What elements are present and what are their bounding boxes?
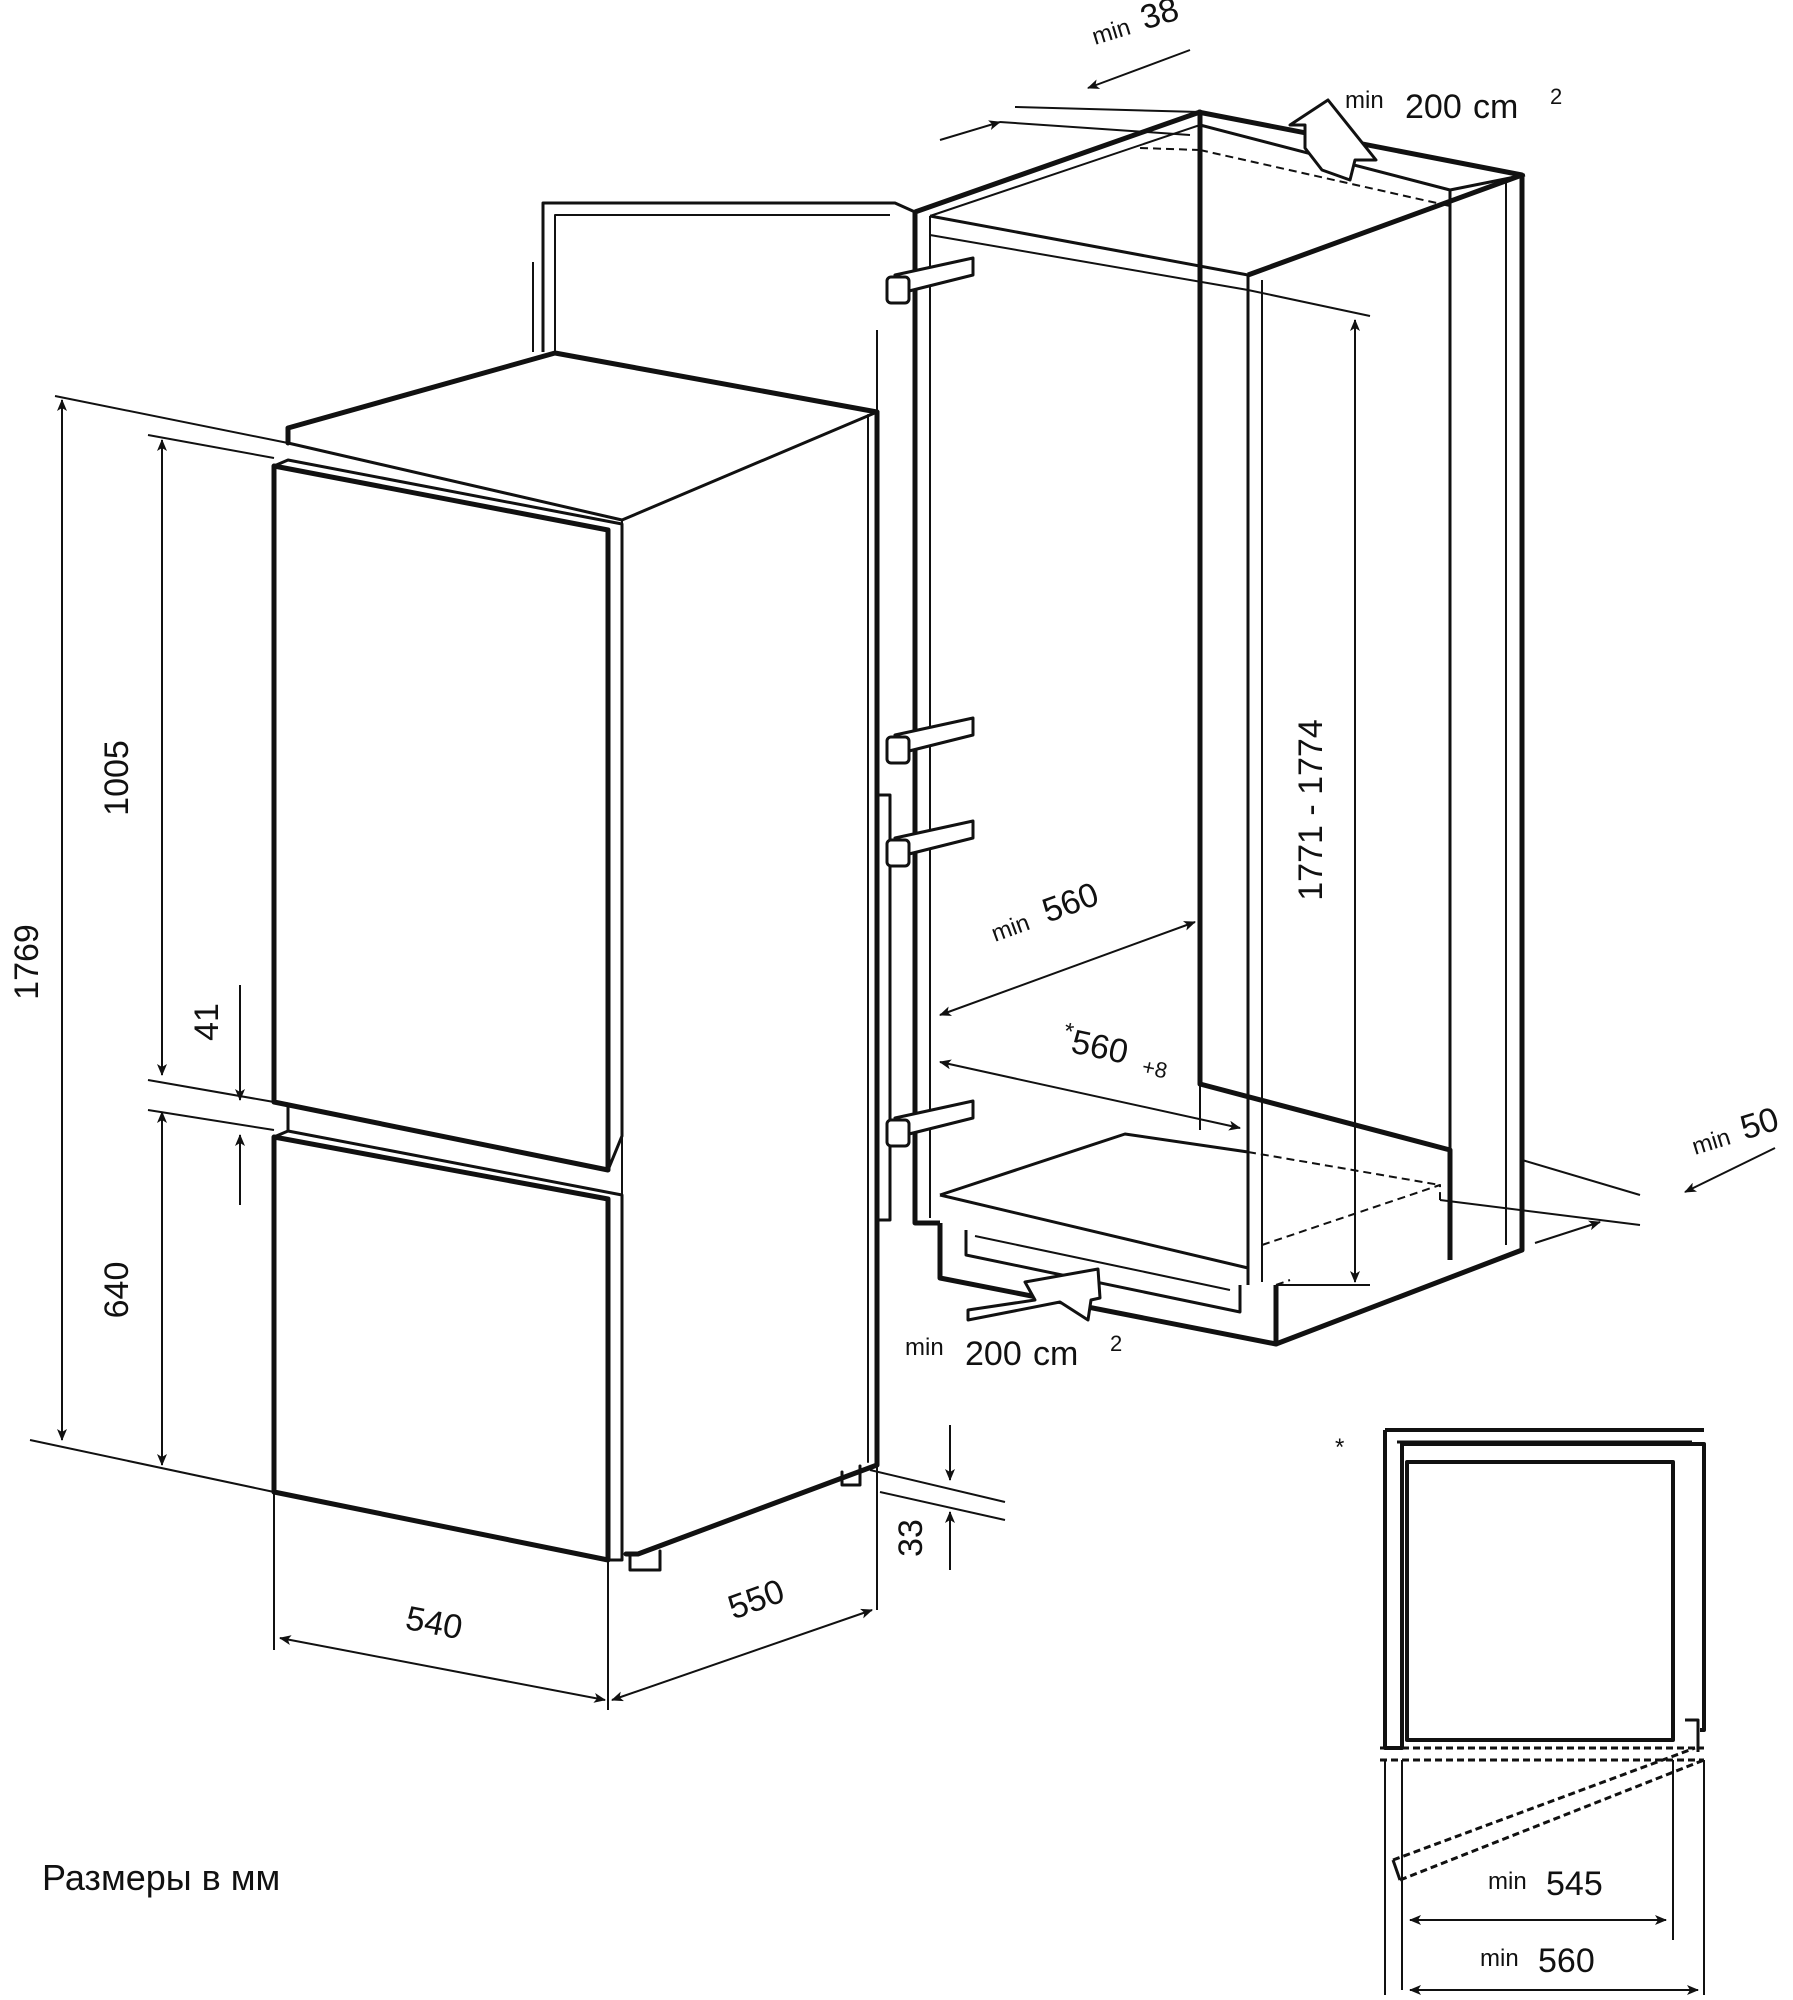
label-gap: 41	[188, 1003, 226, 1041]
svg-text:545: 545	[1546, 1865, 1603, 1903]
svg-text:min: min	[1089, 14, 1134, 51]
svg-text:560: 560	[1037, 875, 1103, 930]
hinge-icon	[885, 716, 975, 765]
fridge	[271, 350, 880, 1572]
hinge-icon	[885, 819, 975, 868]
svg-text:min: min	[1345, 87, 1384, 114]
svg-text:min: min	[1480, 1945, 1519, 1972]
label-upper-door: 1005	[98, 740, 136, 816]
svg-text:+8: +8	[1140, 1054, 1170, 1084]
svg-text:min: min	[905, 1334, 944, 1361]
label-niche-width: * 560 +8	[1061, 1018, 1170, 1084]
label-plan-asterisk: *	[1335, 1434, 1344, 1461]
label-depth: 550	[723, 1572, 789, 1627]
caption-units: Размеры в мм	[42, 1857, 280, 1898]
label-vent-top: min 200 cm 2	[1345, 84, 1562, 126]
label-vent-bottom: min 200 cm 2	[905, 1331, 1122, 1373]
svg-text:2: 2	[1110, 1331, 1122, 1356]
svg-text:560: 560	[1538, 1942, 1595, 1980]
svg-text:min: min	[1488, 1868, 1527, 1895]
vent-arrow-in-icon	[966, 1267, 1102, 1322]
label-top-gap: min 38	[1089, 0, 1183, 51]
svg-text:min: min	[988, 909, 1034, 948]
label-back-gap: min 50	[1689, 1100, 1783, 1161]
svg-text:min: min	[1689, 1124, 1734, 1161]
label-width: 540	[403, 1599, 466, 1647]
svg-text:cm: cm	[1473, 88, 1518, 126]
label-total-height: 1769	[8, 924, 46, 1000]
label-plan-inner: min 545	[1488, 1865, 1603, 1903]
svg-text:200: 200	[1405, 88, 1462, 126]
cabinet-door-panel	[532, 201, 916, 1222]
cabinet-niche	[912, 109, 1526, 1347]
label-niche-height: 1771 - 1774	[1292, 719, 1330, 901]
svg-text:cm: cm	[1033, 1335, 1078, 1373]
label-feet: 33	[892, 1519, 930, 1557]
svg-text:560: 560	[1068, 1023, 1131, 1072]
plan-view	[1380, 1428, 1706, 1995]
hinge-icon	[885, 256, 975, 305]
dimension-lines	[29, 49, 1776, 1710]
label-lower-door: 640	[98, 1262, 136, 1319]
vent-arrow-up-icon	[1288, 98, 1378, 182]
svg-text:50: 50	[1736, 1100, 1783, 1147]
label-plan-outer: min 560	[1480, 1942, 1595, 1980]
svg-text:2: 2	[1550, 84, 1562, 109]
svg-text:200: 200	[965, 1335, 1022, 1373]
svg-text:38: 38	[1136, 0, 1183, 37]
label-niche-depth: min 560	[988, 875, 1104, 948]
